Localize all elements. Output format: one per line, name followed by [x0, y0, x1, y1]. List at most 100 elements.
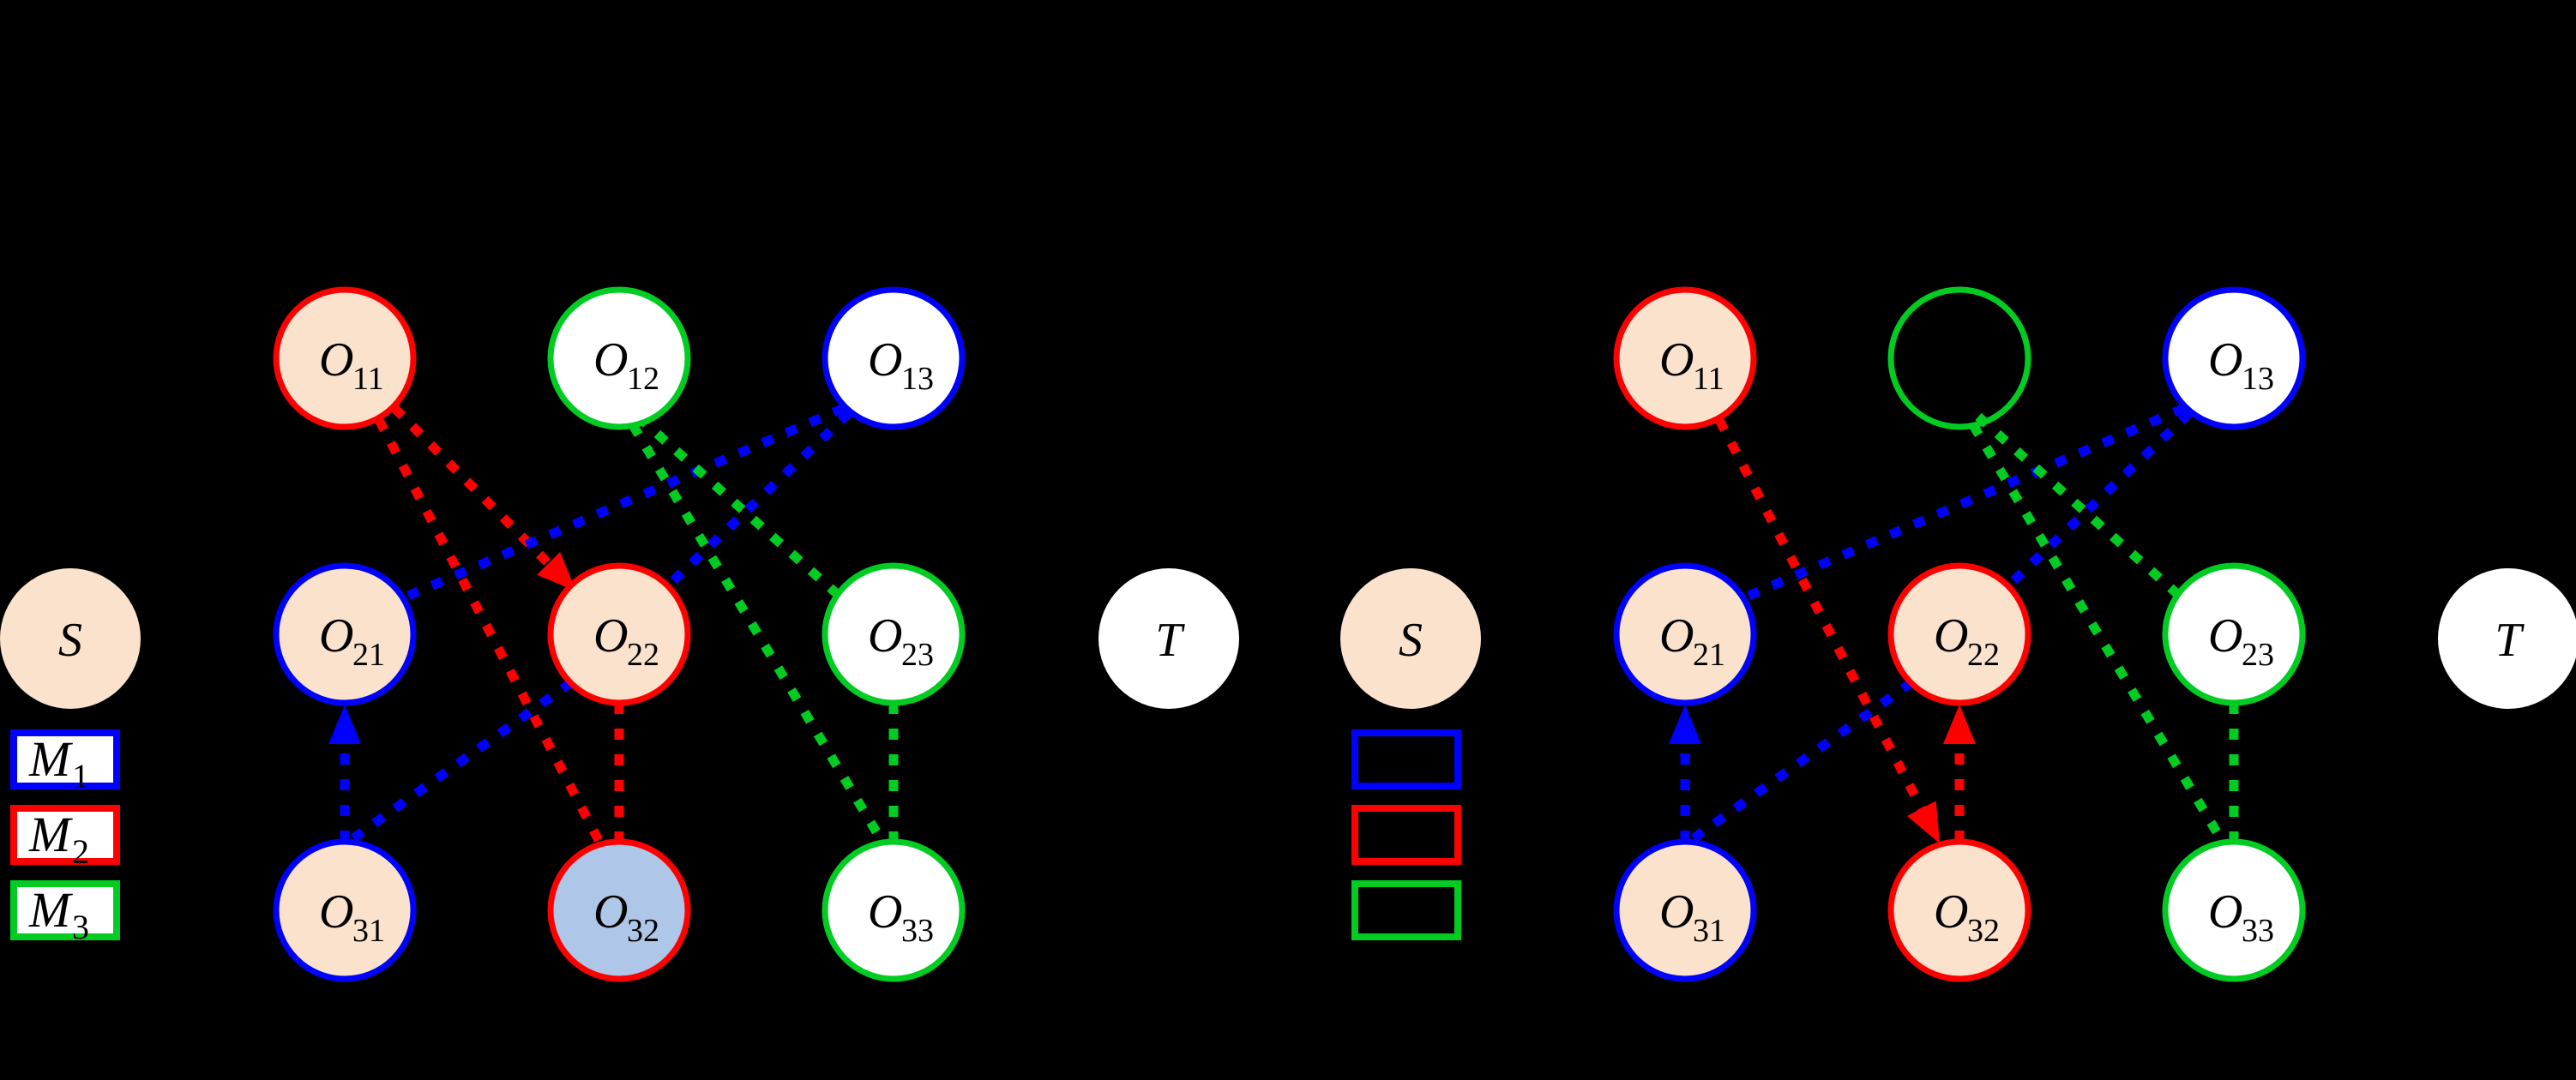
node-o22[interactable]: O22: [547, 562, 691, 706]
legend-swatch: [1351, 880, 1461, 940]
arrowhead: [1906, 801, 1940, 843]
node-shape: [547, 286, 691, 430]
node-subscript: 33: [901, 913, 934, 949]
node-o33[interactable]: O33: [2162, 838, 2306, 982]
node-subscript: 22: [1967, 637, 2000, 673]
node-subscript: 13: [2242, 361, 2274, 397]
node-subscript: 23: [901, 637, 934, 673]
node-base-label: O: [593, 885, 628, 939]
node-subscript: 11: [352, 361, 384, 397]
node-base-label: O: [1659, 885, 1694, 939]
node-base-label: O: [593, 609, 628, 663]
node-shape: [822, 562, 966, 706]
node-base-label: O: [868, 333, 902, 387]
node-o31[interactable]: O31: [1613, 838, 1757, 982]
node-o32[interactable]: O32: [1887, 838, 2031, 982]
legend-subscript: 3: [72, 908, 89, 946]
node-shape: [273, 562, 417, 706]
node-shape: [273, 286, 417, 430]
node-base-label: O: [319, 885, 353, 939]
node-o12[interactable]: O12: [547, 286, 691, 430]
node-label: T: [2495, 614, 2525, 667]
node-o33[interactable]: O33: [822, 838, 966, 982]
node-o22[interactable]: O22: [1887, 562, 2031, 706]
node-subscript: 13: [901, 361, 934, 397]
node-shape: [2162, 562, 2306, 706]
node-base-label: O: [319, 609, 353, 663]
edge-o12-to-o23: [1975, 412, 2188, 604]
node-shape: [1613, 562, 1757, 706]
edges-group: [328, 403, 2239, 846]
node-o13[interactable]: O13: [2162, 286, 2306, 430]
node-s[interactable]: S: [0, 568, 141, 709]
node-shape: [2162, 286, 2306, 430]
legend-label: M: [28, 807, 73, 862]
edge-o31-to-o22: [1690, 675, 1920, 843]
edge-o13-to-o22: [1999, 410, 2193, 595]
edge-o32-to-o22: [1943, 705, 1976, 842]
node-shape: [2438, 568, 2576, 709]
node-o11[interactable]: O11: [273, 286, 417, 430]
node-shape: [1340, 568, 1481, 709]
node-label: T: [1155, 614, 1185, 667]
node-shape: [1887, 838, 2031, 982]
legend-item-machine-2[interactable]: [1351, 805, 1461, 865]
legend-subscript: 2: [72, 832, 89, 871]
node-base-label: O: [2208, 885, 2242, 939]
node-subscript: 31: [1693, 913, 1725, 949]
arrowhead: [328, 705, 361, 744]
node-o23[interactable]: O23: [2162, 562, 2306, 706]
legend-swatch: [10, 805, 120, 865]
node-o13[interactable]: O13: [822, 286, 966, 430]
legend-item-machine-3[interactable]: [1351, 880, 1461, 940]
node-t[interactable]: T: [2438, 568, 2576, 709]
node-base-label: O: [868, 609, 902, 663]
node-subscript: 21: [1693, 637, 1725, 673]
legend-label: M: [28, 731, 73, 787]
node-label: S: [58, 614, 82, 667]
node-o11[interactable]: O11: [1613, 286, 1757, 430]
node-base-label: O: [2208, 609, 2242, 663]
node-o21[interactable]: O21: [273, 562, 417, 706]
node-empty-slot[interactable]: [1887, 286, 2031, 430]
node-subscript: 11: [1693, 361, 1724, 397]
node-base-label: O: [1659, 609, 1694, 663]
edge-o11-to-o32: [375, 417, 605, 846]
node-o31[interactable]: O31: [273, 838, 417, 982]
edge-o31-to-o21: [328, 705, 361, 842]
node-subscript: 22: [627, 637, 659, 673]
node-base-label: O: [1934, 885, 1968, 939]
node-subscript: 12: [627, 361, 659, 397]
node-shape: [1887, 286, 2031, 430]
node-subscript: 33: [2242, 913, 2274, 949]
edge-o31-to-o22: [350, 675, 580, 843]
node-subscript: 31: [352, 913, 385, 949]
node-s[interactable]: S: [1340, 568, 1481, 709]
node-shape: [1887, 562, 2031, 706]
edge-o12-to-o33: [629, 423, 888, 846]
node-shape: [822, 286, 966, 430]
edge-o12-to-o33: [1969, 423, 2228, 846]
node-t[interactable]: T: [1098, 568, 1239, 709]
edge-o13-to-o21: [1732, 403, 2187, 607]
node-base-label: O: [1934, 609, 1968, 663]
edge-o11-to-o32: [1715, 417, 1940, 843]
legend-item-machine-1[interactable]: [1351, 729, 1461, 789]
node-base-label: O: [593, 333, 628, 387]
legend-subscript: 1: [72, 757, 89, 795]
node-shape: [2162, 838, 2306, 982]
edge-o13-to-o21: [392, 403, 846, 607]
edge-o31-to-o21: [1669, 705, 1701, 842]
node-o21[interactable]: O21: [1613, 562, 1757, 706]
node-base-label: O: [319, 333, 353, 387]
edge-o13-to-o22: [659, 410, 852, 595]
node-o23[interactable]: O23: [822, 562, 966, 706]
arrowhead: [537, 551, 576, 591]
node-shape: [1098, 568, 1239, 709]
node-o32[interactable]: O32: [547, 838, 691, 982]
